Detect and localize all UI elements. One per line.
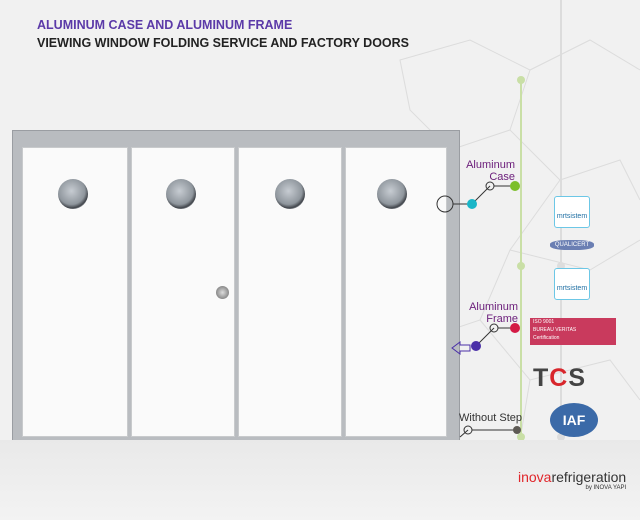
brand-name: refrigeration [551,469,627,485]
logo-iaf: IAF [550,403,598,437]
title-line-1: ALUMINUM CASE AND ALUMINUM FRAME [37,18,293,32]
door-handle-knob [216,286,229,299]
label-line: Aluminum [466,159,515,171]
arrow-left-icon [451,341,471,355]
case-marker-ring [436,195,454,213]
logo-qualicert: QUALICERT [550,240,594,250]
title-line-2: VIEWING WINDOW FOLDING SERVICE AND FACTO… [37,36,410,50]
frame-dot [471,341,481,351]
brand-tagline: by INOVA YAPI [585,485,627,491]
label-without-step: Without Step [459,412,522,424]
viewing-window [377,179,407,209]
logo-mrtsistem-2: mrtsistem [554,268,590,300]
label-line: Aluminum [469,301,518,313]
floor-reflection [0,440,640,520]
brand-name-accent: inova [518,469,552,485]
viewing-window [58,179,88,209]
logo-mrtsistem: mrtsistem [554,196,590,228]
label-line: Case [489,171,515,183]
background-network-pattern [379,0,640,440]
label-line: Frame [486,313,518,325]
brand-logo: inovarefrigeration by INOVA YAPI [518,469,626,491]
logo-tcs: TCS [533,364,587,392]
callout-lines [436,181,521,438]
viewing-window [275,179,305,209]
viewing-window [166,179,196,209]
case-dot [467,199,477,209]
